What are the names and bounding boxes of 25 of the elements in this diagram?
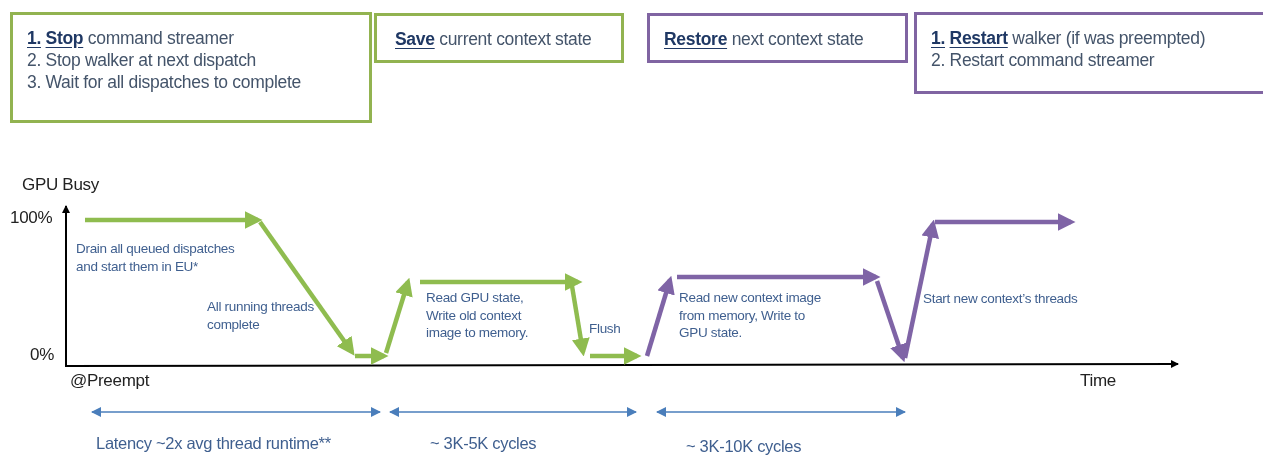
step-list-box <box>914 12 1263 94</box>
step-text: 2. Stop walker at next dispatch <box>27 49 258 71</box>
axis-label: @Preempt <box>70 370 150 392</box>
step-text: 1. Stop command streamer <box>27 27 235 49</box>
annotation-text: Start new context’s threads <box>923 290 1078 308</box>
step-text: 2. Restart command streamer <box>931 49 1156 71</box>
dimension-label: ~ 3K-5K cycles <box>430 433 537 454</box>
tick-label: 0% <box>30 344 54 366</box>
step-text: 1. Restart walker (if was preempted) <box>931 27 1207 49</box>
annotation-text: All running threads complete <box>207 298 315 334</box>
step-text: Restore next context state <box>664 28 865 50</box>
dimension-label: ~ 3K-10K cycles <box>686 436 802 457</box>
step-text: 3. Wait for all dispatches to complete <box>27 71 302 93</box>
tick-label: 100% <box>10 207 53 229</box>
step-box <box>374 13 624 63</box>
dimension-label: Latency ~2x avg thread runtime** <box>96 433 331 454</box>
axis-title: Time <box>1080 370 1116 392</box>
step-text: Save current context state <box>395 28 593 50</box>
annotation-text: Read GPU state, Write old context image to memory. <box>426 289 530 342</box>
annotation-text: Flush <box>589 320 621 338</box>
axis-title: GPU Busy <box>22 174 99 196</box>
step-list-box <box>10 12 372 123</box>
annotation-text: Read new context image from memory, Write to GPU state. <box>679 289 822 342</box>
annotation-text: Drain all queued dispatches and start them in EU* <box>76 240 236 276</box>
step-box <box>647 13 908 63</box>
